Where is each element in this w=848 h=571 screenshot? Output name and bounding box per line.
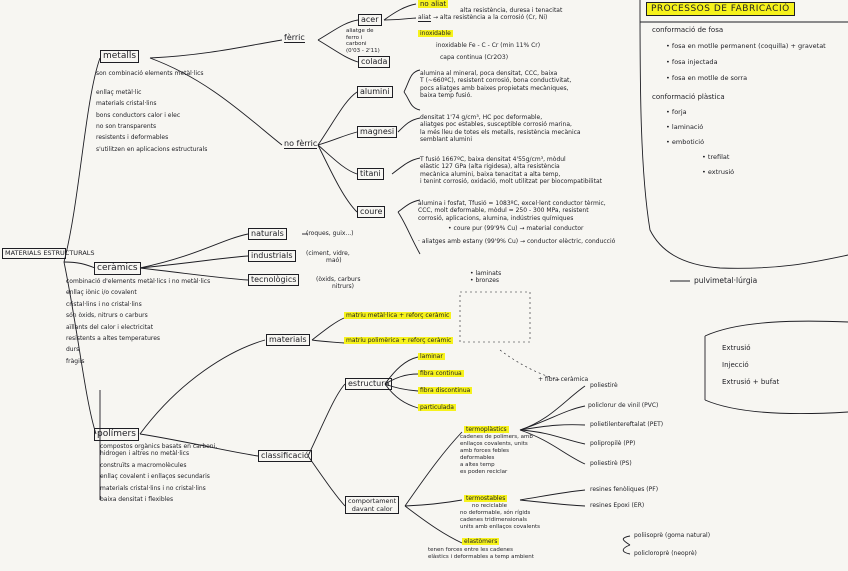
- matriu-polimerica: matriu polimèrica + reforç ceràmic: [344, 337, 454, 344]
- processos-list: conformació de fosa • fosa en motlle per…: [652, 26, 826, 176]
- ceramics-naturals-desc: (roques, guix...): [306, 230, 354, 237]
- ceramics-props: combinació d'elements metàl·lics i no me…: [66, 278, 211, 365]
- ceramics-industrials: industrials: [248, 250, 296, 262]
- acer-alta: alta resistència, duresa i tenacitat: [460, 7, 563, 14]
- alumini-desc: alumina al mineral, poca densitat, CCC, …: [420, 70, 572, 100]
- struct-fibra-discontinua: fibra discontinua: [418, 387, 473, 394]
- metalls-props: son combinació elements metàl·lics enlla…: [96, 70, 208, 153]
- ts-er: resines Epoxi (ER): [590, 502, 645, 509]
- magnesi-desc: densitat 1'74 g/cm³, HC poc deformable,a…: [420, 114, 581, 144]
- struct-fibra-continua: fibra continua: [418, 370, 464, 377]
- ts-pf: resines fenòliques (PF): [590, 486, 659, 493]
- ferric-node: fèrric: [284, 33, 305, 43]
- elastomers-title: elastòmers: [462, 538, 500, 545]
- polimers-node: polímers: [94, 428, 139, 441]
- acer-no-aliat: no aliat: [418, 0, 449, 8]
- root-node: MATERIALS ESTRUCTURALS: [2, 248, 95, 259]
- noferric-node: no fèrric: [284, 139, 318, 149]
- struct-particulada: particulada: [418, 404, 456, 411]
- tp-poliestire: poliestirè: [590, 382, 618, 389]
- tp-pp: polipropilè (PP): [590, 440, 636, 447]
- coure-desc: alumina i fosfat, Tfusió = 1083ºC, excel…: [418, 200, 616, 245]
- titani-desc: T fusió 1667ºC, baixa densitat 4'55g/cm³…: [420, 156, 602, 186]
- acer-aliat: aliat → alta resistència a la corrosió (…: [418, 14, 548, 22]
- laminats: • laminats• bronzes: [470, 270, 502, 285]
- acer-capa: capa continua (Cr2O3): [440, 54, 509, 61]
- acer-node: acer: [358, 14, 382, 26]
- ceramics-tecnologics: tecnològics: [248, 274, 300, 286]
- struct-laminar: laminar: [418, 353, 445, 360]
- materials-node: materials: [266, 334, 310, 346]
- metalls-node: metalls: [100, 50, 140, 63]
- colada-node: colada: [358, 56, 391, 68]
- termostables-title: termostables: [464, 495, 508, 502]
- acer-inox-desc: inoxidable Fe - C - Cr (min 11% Cr): [436, 42, 541, 49]
- estructura-node: estructura: [345, 378, 393, 390]
- el-policloropre: policloroprè (neoprè): [634, 550, 697, 557]
- tp-pvc: policlorur de vinil (PVC): [588, 402, 659, 409]
- ceramics-naturals: naturals: [248, 228, 287, 240]
- ceramics-industrials-desc: (ciment, vidre,maó): [306, 250, 350, 265]
- ceramics-node: ceràmics: [94, 262, 141, 275]
- classificacio-node: classificació: [258, 450, 312, 462]
- termoplastics-title: termoplàstics: [464, 426, 509, 433]
- el-poliisopre: poliisoprè (goma natural): [634, 532, 711, 539]
- pulvimetallurgia: pulvimetal·lúrgia: [694, 276, 758, 285]
- polimers-props: compostos orgànics basats en carboni, hi…: [100, 443, 218, 504]
- struct-note: + fibra ceràmica: [538, 376, 589, 383]
- matriu-metallica: matriu metàl·lica + reforç ceràmic: [344, 312, 452, 319]
- tp-pet: polietilentereftalat (PET): [590, 421, 664, 428]
- processos-title: PROCESSOS DE FABRICACIÓ: [646, 2, 795, 16]
- magnesi-node: magnesi: [357, 126, 398, 138]
- polymer-processes: Extrusió Injecció Extrusió + bufat: [722, 344, 780, 386]
- titani-node: titani: [357, 168, 384, 180]
- tp-ps: poliestirè (PS): [590, 460, 632, 467]
- coure-node: coure: [357, 206, 386, 218]
- acer-inox: inoxidable: [418, 30, 453, 37]
- alumini-node: alumini: [357, 86, 393, 98]
